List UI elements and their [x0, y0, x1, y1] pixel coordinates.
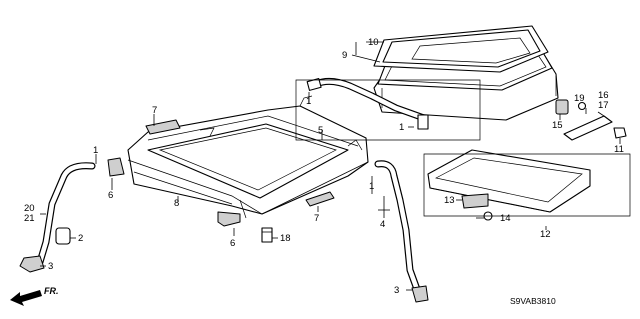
direction-label: FR.: [44, 286, 59, 296]
drain-hose-right: [374, 160, 429, 303]
callout-18: 18: [280, 233, 291, 244]
callout-3-right: 3: [394, 285, 399, 296]
callout-13: 13: [444, 195, 455, 206]
callout-6-left: 6: [108, 190, 113, 201]
callout-12: 12: [540, 229, 551, 240]
callout-11: 11: [614, 144, 624, 155]
callout-14: 14: [500, 213, 511, 224]
sunroof-frame: [127, 95, 369, 219]
callout-15: 15: [552, 120, 563, 131]
callout-19: 19: [574, 93, 585, 104]
callout-labels: 10 9 1 1 5 7 1 6 8 20 21 2 3 6 18 7 1 4 …: [24, 37, 624, 296]
box-sunshade: [423, 153, 631, 217]
callout-16: 16: [598, 90, 609, 101]
sunroof-glass-assembly: [373, 25, 559, 121]
callout-1-top: 1: [306, 96, 311, 107]
callout-10: 10: [368, 37, 379, 48]
leader-lines: [40, 41, 621, 291]
callout-7-bottom: 7: [314, 213, 319, 224]
callout-17: 17: [598, 100, 609, 111]
callout-3-left: 3: [48, 261, 53, 272]
frame-brackets: [107, 119, 335, 227]
box-drain-tube: [295, 79, 481, 141]
diagram-code: S9VAB3810: [510, 296, 556, 306]
front-direction-arrow: FR.: [10, 286, 59, 306]
callout-6-bottom: 6: [230, 238, 235, 249]
sunshade: [427, 149, 591, 213]
callout-9: 9: [342, 50, 347, 61]
handle-parts: [555, 99, 627, 141]
callout-1-right: 1: [369, 181, 374, 192]
callout-1-box: 1: [399, 122, 404, 133]
callout-7-top: 7: [152, 105, 157, 116]
callout-8: 8: [174, 198, 179, 209]
drain-hose-left: [19, 162, 96, 273]
callout-1-left: 1: [93, 145, 98, 156]
callout-5: 5: [318, 125, 323, 136]
callout-2: 2: [78, 233, 83, 244]
drain-tube-front: [306, 77, 429, 130]
callout-20: 20: [24, 203, 35, 214]
drain-valve: [261, 227, 273, 243]
callout-21: 21: [24, 213, 35, 224]
callout-4: 4: [380, 219, 385, 230]
